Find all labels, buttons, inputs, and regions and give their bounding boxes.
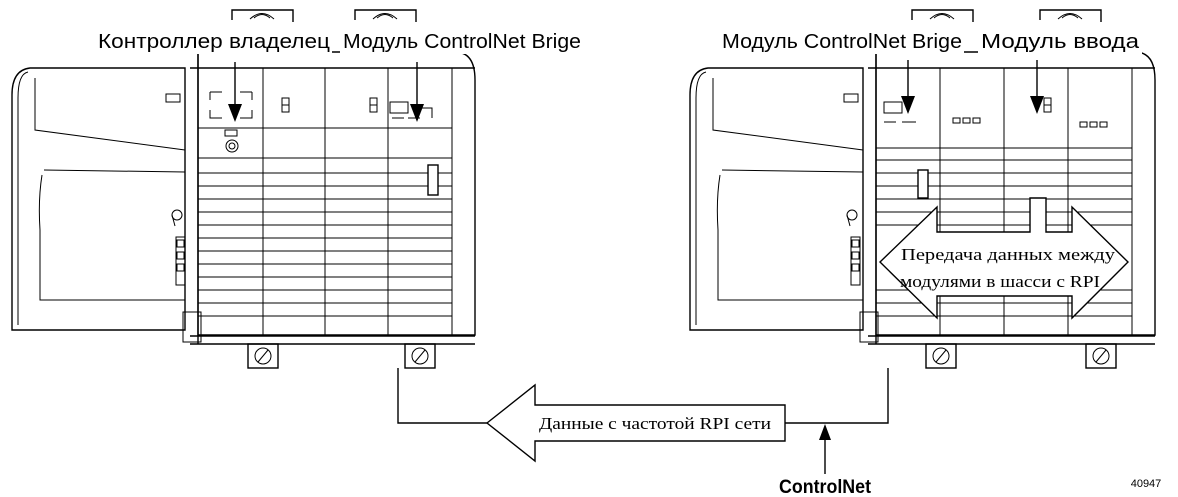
network-data-arrow-label: Данные с частотой RPI сети (539, 414, 771, 433)
right-bridge-arrowhead (901, 96, 915, 114)
right-bridge-label: Модуль ControlNet Brige (722, 31, 962, 53)
controlnet-label: ControlNet (779, 477, 872, 497)
controlnet-pointer-arrowhead (819, 424, 831, 440)
chassis-transfer-label-line2: модулями в шасси с RPI (900, 272, 1100, 291)
left-bridge-label: Модуль ControlNet Brige (343, 31, 581, 53)
right-input-label: Модуль ввода (981, 31, 1140, 53)
left-controller-arrowhead (228, 104, 242, 122)
left-chassis (12, 10, 475, 368)
right-chassis (690, 10, 1155, 368)
left-bridge-arrowhead (410, 104, 424, 122)
right-input-arrowhead (1030, 96, 1044, 114)
left-controller-label: Контроллер владелец (98, 31, 330, 53)
chassis-transfer-label-line1: Передача данных между (901, 245, 1116, 264)
figure-number: 40947 (1131, 478, 1162, 490)
